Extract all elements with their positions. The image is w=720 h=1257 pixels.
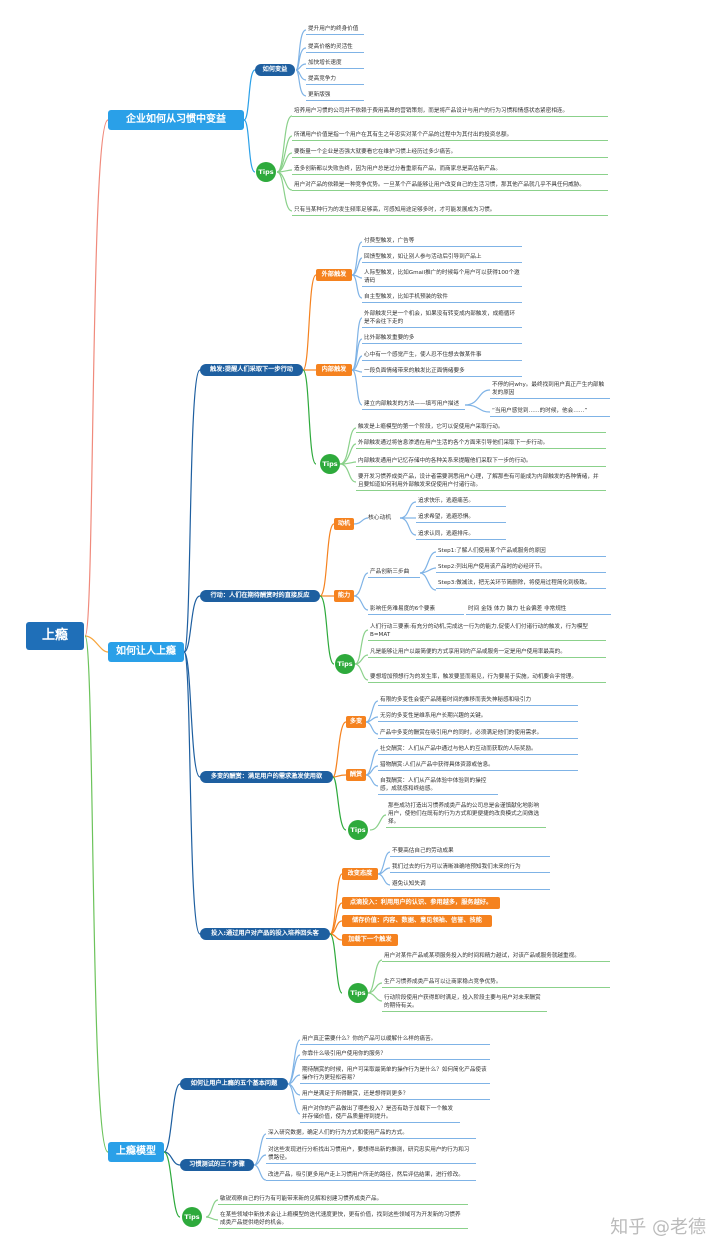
leaf-five-2: 期待酬赏的时候，用户可采取最简单的操作行为是什么？如何简化产品使该操作行为更轻松… — [300, 1065, 490, 1084]
leaf-step-2: Step3:做减法，把无关环节简删除，将使用过程简化到极致。 — [436, 578, 606, 589]
leaf-int-2: 心中有一个感觉产生，使人忍不住想去做某件事 — [362, 350, 522, 361]
leaf-attitude-1: 我们过去的行为可以清晰准确地预知我们未来的行为 — [390, 862, 550, 873]
leaf-b1-tip-0: 培养用户习惯的公司并不依赖于费用高昂的营销策划，而是将产品设计与用户的行为习惯和… — [292, 106, 608, 117]
leaf-factors: 时间 金钱 体力 脑力 社会偏差 非常规性 — [466, 604, 611, 615]
tips-model[interactable]: Tips — [182, 1207, 202, 1227]
leaf-step-1: Step2:列出用户使用该产品时的必经环节。 — [436, 562, 606, 573]
leaf-ext-1: 回馈型触发，如让别人参与活动后引导到产品上 — [362, 252, 522, 263]
leaf-action-tip-2: 要想增加预想行为的发生率，触发要显而易见，行为要易于实施，动机要合乎常理。 — [368, 672, 606, 683]
node-attitude[interactable]: 改变态度 — [342, 868, 378, 880]
leaf-trig-tip-0: 触发是上瘾模型的第一个阶段，它可以促使用户采取行动。 — [356, 422, 606, 433]
node-stored-value[interactable]: 储存价值：内容、数据、意见领袖、信誉、技能 — [342, 915, 492, 927]
leaf-attitude-0: 不要高估自己的劳动成果 — [390, 846, 550, 857]
leaf-three-2: 改进产品，吸引更多用户走上习惯用户所走的路径，然后评估结果，进行修改。 — [266, 1170, 476, 1181]
leaf-action-tip-0: 人们行动三要素:有充分的动机,完成这一行为的能力,促使人们付诸行动的触发，行为模… — [368, 622, 606, 641]
node-motive[interactable]: 动机 — [334, 518, 354, 530]
tips-action[interactable]: Tips — [335, 654, 355, 674]
tips-reward[interactable]: Tips — [348, 820, 368, 840]
leaf-motive-0: 追求快乐，逃避痛苦。 — [416, 496, 506, 507]
leaf-rewards-0: 社交酬赏：人们从产品中通过与他人的互动而获取的人际奖励。 — [378, 744, 578, 755]
leaf-b1-how-3: 提高竞争力 — [306, 74, 364, 85]
node-factors-label: 影响任务难易度的6个要素 — [368, 604, 464, 615]
leaf-step-0: Step1:了解人们使用某个产品或服务的原因 — [436, 546, 606, 557]
tips-trigger[interactable]: Tips — [320, 454, 340, 474]
leaf-trig-tip-1: 外部触发通过将信息渗透在用户生活的各个方面来引导他们采取下一步行动。 — [356, 438, 606, 449]
node-how-to-profit[interactable]: 如何变益 — [255, 64, 295, 76]
node-trigger[interactable]: 触发:提醒人们采取下一步行动 — [200, 364, 303, 376]
leaf-int-4: 建立内部触发的方法——填写用户描述 — [362, 399, 465, 410]
leaf-invest-tip-2: 行动阶段使用户获得即时满足，投入阶段主要与用户对未来酬赏的期待有关。 — [382, 993, 547, 1012]
leaf-int-sub-0: 不停的问why。最终找到用户真正产生内部触发的原因 — [490, 380, 610, 399]
leaf-three-0: 深入研究数据，确定人们的行为方式和使用产品的方式。 — [266, 1128, 476, 1139]
leaf-motive-2: 追求认同，逃避排斥。 — [416, 529, 506, 540]
tips-b1[interactable]: Tips — [256, 162, 276, 182]
leaf-variety-2: 产品中多变的酬赏在吸引用户的同时，必须满足他们的使用需求。 — [378, 728, 578, 739]
node-external-trigger[interactable]: 外部触发 — [316, 269, 352, 281]
leaf-rewards-2: 自我酬赏：人们从产品体验中体验到的操控感，成就感和终结感。 — [378, 776, 498, 795]
leaf-five-3: 用户是满足于所得酬赏，还是想得到更多？ — [300, 1089, 490, 1100]
leaf-b1-how-2: 加快增长速度 — [306, 58, 364, 69]
leaf-ext-3: 自主型触发，比如手机预装的软件 — [362, 292, 522, 303]
leaf-b1-tip-1: 所谓用户价值是指一个用户在其有生之年忠实对某个产品的过程中为其付出的投资总额。 — [292, 130, 608, 141]
leaf-b1-how-5: 更新版强 — [306, 90, 364, 101]
node-ability[interactable]: 能力 — [334, 590, 354, 602]
node-variety[interactable]: 多变 — [346, 716, 366, 728]
leaf-b1-how-1: 提高价格的灵活性 — [306, 42, 364, 53]
leaf-trig-tip-3: 要开发习惯养成类产品，设计者需要洞悉用户心理，了解那些有可能成为内部触发的各种情… — [356, 472, 606, 491]
connector-root-b1 — [84, 119, 109, 637]
leaf-attitude-2: 避免认知失调 — [390, 879, 550, 890]
node-internal-trigger[interactable]: 内部触发 — [316, 364, 352, 376]
leaf-b1-tip-2: 要衡量一个企业是否强大就要看它在维护习惯上经历过多少痛苦。 — [292, 147, 608, 158]
leaf-reward-tip-0: 那些成功打造出习惯养成类产品的公司总是会谨慎献化地影响用户，使他们在既有的行为方… — [386, 801, 546, 828]
leaf-model-tip-0: 敏锐观察自己的行为有可能带来新的见解和创建习惯养成类产品。 — [218, 1194, 468, 1205]
leaf-motive-1: 追求希望，逃避恐惧。 — [416, 512, 506, 523]
node-steps-label: 产品创新三步曲 — [368, 567, 420, 578]
watermark: 知乎 @老德 — [610, 1217, 706, 1238]
leaf-three-1: 对这些发现进行分析找出习惯用户，要想得出新的推测，研究忠实用户的行为和习惯路径。 — [266, 1145, 476, 1164]
leaf-five-1: 你靠什么吸引用户使用你的服务？ — [300, 1049, 490, 1060]
branch-how-addict[interactable]: 如何让人上瘾 — [108, 642, 184, 662]
leaf-model-tip-1: 在某些领域中新技术会让上瘾模型的迭代速度更快，更有价值，找到这些领域可为开发新的… — [218, 1210, 468, 1229]
node-five-questions[interactable]: 如何让用户上瘾的五个基本问题 — [180, 1078, 288, 1090]
node-point-invest[interactable]: 点滴投入：利用用户的认识、参用越多，服务越好。 — [342, 897, 500, 909]
leaf-ext-0: 付费型触发，广告等 — [362, 236, 522, 247]
leaf-variety-0: 有限的多变性会使产品随着时间的推移而丧失神秘感和吸引力 — [378, 695, 578, 706]
connector-root-b3 — [84, 635, 109, 1153]
tips-invest[interactable]: Tips — [348, 983, 368, 1003]
leaf-ext-2: 人际型触发，比如Gmail推广的时候每个用户可以获得100个邀请码 — [362, 268, 522, 287]
leaf-int-1: 比外部触发重要的多 — [362, 333, 522, 344]
leaf-int-3: 一段负面情绪带来的触发比正面情绪要多 — [362, 366, 522, 377]
node-load-next-trigger[interactable]: 加载下一个触发 — [342, 934, 398, 946]
leaf-trig-tip-2: 内部触发通用户记忆存储中的各种关系来提醒他们采取下一步的行动。 — [356, 456, 606, 467]
leaf-rewards-1: 猎物酬赏:人们从产品中获得具体资源或信息。 — [378, 760, 578, 771]
connector-root-b2 — [84, 635, 109, 653]
leaf-variety-1: 无穷的多变性是维系用户长期兴趣的关键。 — [378, 711, 578, 722]
leaf-b1-tip-3: 造多创新都以失败告终，因为用户总是过分看重原有产品，而商家总是高估新产品。 — [292, 164, 608, 175]
leaf-b1-tip-5: 只有当某种行为的发生频率足够高，可感知用途足够多时，才可能发展成为习惯。 — [292, 205, 608, 216]
branch-addiction-model[interactable]: 上瘾模型 — [108, 1142, 164, 1162]
leaf-b1-tip-4: 用户对产品的依赖是一种竞争优势。一旦某个产品能够让用户改变自己的生活习惯，那其他… — [292, 180, 608, 191]
branch-habit-profit[interactable]: 企业如何从习惯中变益 — [108, 110, 244, 130]
leaf-int-sub-1: “当用户感觉到……的时候，他会……” — [490, 406, 610, 417]
node-action[interactable]: 行动：人们在期待酬赏时的直接反应 — [200, 590, 320, 602]
node-core-motive: 核心动机 — [368, 515, 392, 521]
leaf-five-0: 用户真正需要什么？你的产品可以缓解什么样的痛苦。 — [300, 1034, 490, 1045]
root-node[interactable]: 上瘾 — [26, 622, 84, 650]
leaf-action-tip-1: 凡是能够让用户以最简便的方式享用到的产品或服务一定是用户使用率最高的。 — [368, 647, 606, 658]
node-rewards[interactable]: 酬赏 — [346, 769, 366, 781]
node-invest[interactable]: 投入:通过用户对产品的投入培养回头客 — [200, 928, 330, 940]
node-three-steps[interactable]: 习惯测试的三个步骤 — [180, 1159, 254, 1171]
leaf-invest-tip-1: 生产习惯养成类产品可以让商家稳占竞争优势。 — [382, 977, 610, 988]
leaf-int-0: 外部触发只是一个机会，如果没有转变成内部触发，成瘾循环是不会往下走的 — [362, 309, 522, 328]
node-reward[interactable]: 多变的酬赏：满足用户的需求激发使用欲 — [200, 771, 333, 783]
leaf-invest-tip-0: 用户对某件产品或某项服务投入的时间和精力越试，对该产品或服务就越重视。 — [382, 951, 610, 962]
leaf-b1-how-0: 提升用户的终身价值 — [306, 24, 364, 35]
leaf-five-4: 用户对你的产品做出了哪些投入？是否有助于加载下一个触发并存储价值，使产品质量得到… — [300, 1104, 460, 1123]
